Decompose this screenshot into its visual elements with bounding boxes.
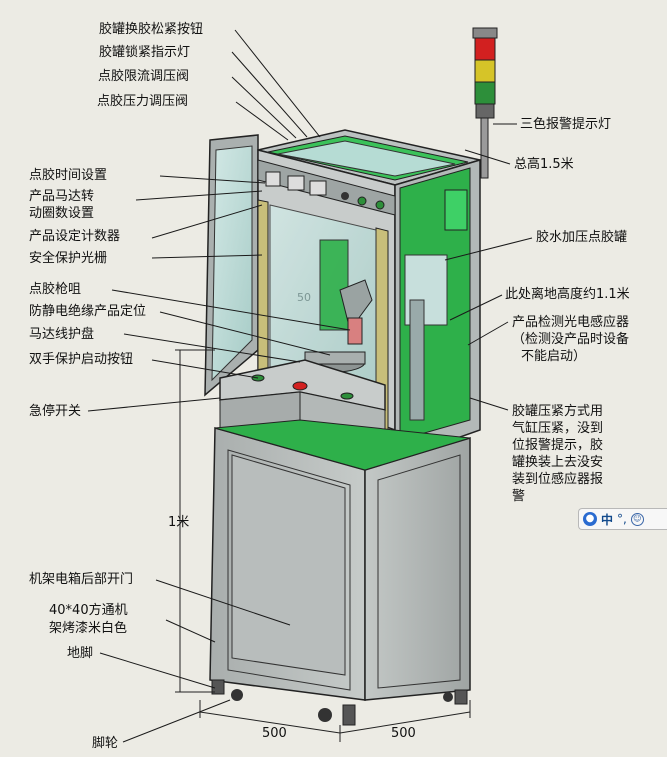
label-dispense-flow-regulator: 点胶限流调压阀	[98, 69, 190, 84]
label-emergency-stop: 急停开关	[29, 404, 82, 419]
label-sensor-l1: 产品检测光电感应器	[512, 315, 630, 330]
label-tank-clamp-l1: 胶罐压紧方式用	[512, 404, 604, 419]
alarm-light-tower	[472, 27, 498, 179]
open-door	[204, 134, 259, 397]
label-foot: 地脚	[67, 646, 94, 661]
label-esd-positioning: 防静电绝缘产品定位	[29, 304, 147, 319]
label-width-500-b: 500	[391, 726, 416, 741]
label-ground-height: 此处离地高度约1.1米	[505, 287, 630, 302]
label-dispense-time-setting: 点胶时间设置	[29, 168, 108, 183]
label-tank-clamp-l2: 气缸压紧，没到	[512, 421, 604, 436]
language-toggle[interactable]: 中	[601, 512, 614, 527]
label-motor-guard-plate: 马达线护盘	[29, 327, 95, 342]
label-product-counter: 产品设定计数器	[29, 229, 121, 244]
label-rear-door: 机架电箱后部开门	[29, 572, 134, 587]
label-frame-l1: 40*40方通机	[49, 603, 128, 618]
label-two-hand-start: 双手保护启动按钮	[29, 352, 134, 367]
label-tri-color-alarm-light: 三色报警提示灯	[520, 117, 612, 132]
punctuation-toggle[interactable]: °,	[617, 512, 627, 526]
lower-cabinet	[209, 419, 471, 701]
feet-and-casters	[211, 679, 468, 726]
label-sensor-l2: （检测没产品时设备	[512, 332, 630, 347]
label-tank-clamp-l3: 位报警提示，胶	[512, 438, 604, 453]
user-logo-icon[interactable]: ●	[583, 512, 597, 526]
dimension-lines	[175, 349, 471, 742]
label-motor-turns-setting-l1: 产品马达转	[29, 189, 95, 204]
roof	[257, 129, 481, 186]
label-tank-clamp-l5: 装到位感应器报	[512, 472, 604, 487]
label-total-height: 总高1.5米	[514, 157, 574, 172]
ime-toolbar[interactable]: ● 中 °, ☺	[578, 508, 667, 530]
label-dispense-pressure-regulator: 点胶压力调压阀	[97, 94, 189, 109]
label-width-500-a: 500	[262, 726, 287, 741]
label-dispense-nozzle: 点胶枪咀	[29, 282, 82, 297]
label-safety-light-curtain: 安全保护光栅	[29, 251, 108, 266]
label-glue-tank-lock-light: 胶罐锁紧指示灯	[99, 45, 191, 60]
label-glue-pressure-tank: 胶水加压点胶罐	[536, 230, 628, 245]
label-caster: 脚轮	[92, 736, 119, 751]
label-height-1m: 1米	[168, 515, 190, 530]
label-ghost-50: 50	[297, 291, 311, 304]
label-motor-turns-setting-l2: 动圈数设置	[29, 206, 95, 221]
label-glue-tank-switch-button: 胶罐换胶松紧按钮	[99, 22, 204, 37]
label-sensor-l3: 不能启动）	[521, 349, 587, 364]
smile-icon[interactable]: ☺	[630, 512, 644, 526]
leader-lines	[87, 29, 533, 743]
label-tank-clamp-l6: 警	[512, 489, 526, 504]
label-frame-l2: 架烤漆米白色	[49, 621, 128, 636]
label-tank-clamp-l4: 罐换装上去没安	[512, 455, 604, 470]
